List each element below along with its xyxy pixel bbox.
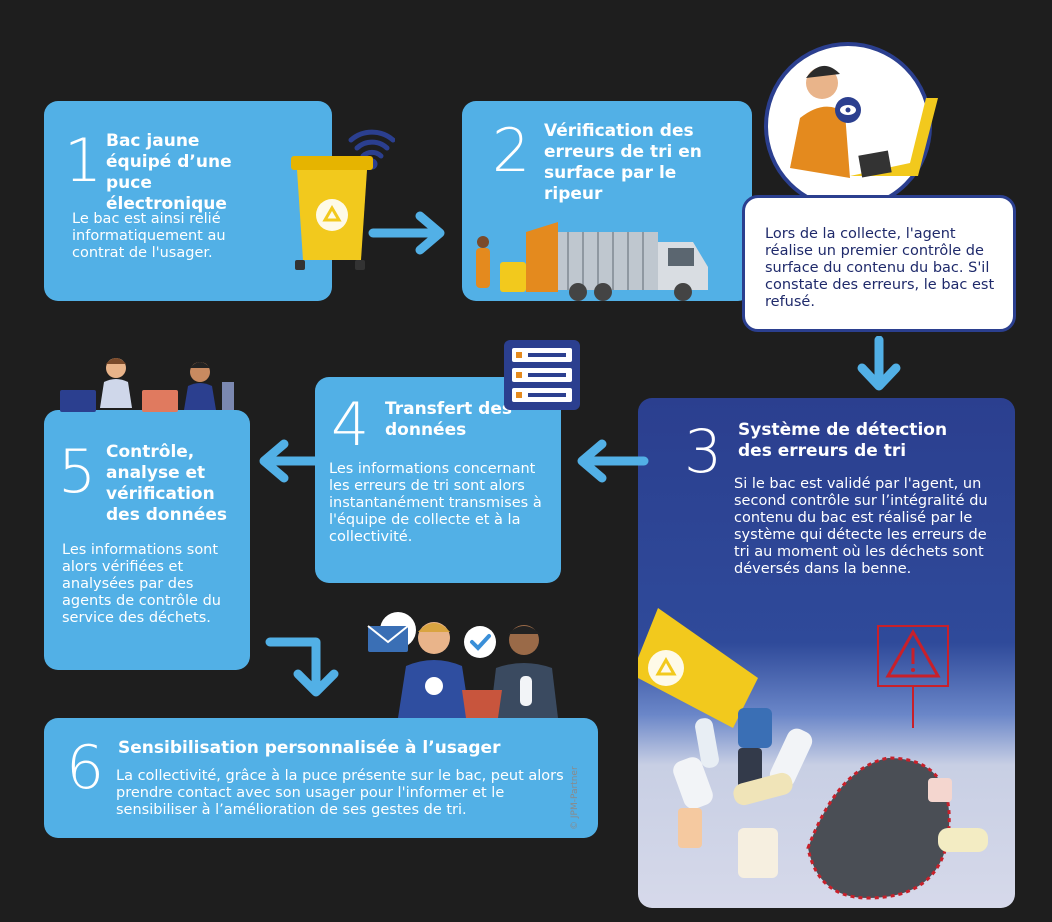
step-1-card: 1 Bac jaune équipé d’une puce électroniq…	[44, 101, 332, 301]
arrow-5-to-6	[265, 637, 339, 697]
arrow-2-to-3	[857, 336, 901, 391]
step-3-body: Si le bac est validé par l'agent, un sec…	[734, 476, 988, 577]
control-agents-illustration	[60, 358, 234, 412]
step-1-title: Bac jaune équipé d’une puce électronique	[106, 131, 232, 214]
step-6-body: La collectivité, grâce à la puce présent…	[116, 768, 564, 818]
step-5-card: 5 Contrôle, analyse et vérification des …	[44, 410, 250, 670]
recycle-icon	[648, 650, 684, 686]
step-3-card: 3 Système de détection des erreurs de tr…	[638, 398, 1015, 908]
arrow-3-to-4	[577, 439, 649, 483]
arrow-4-to-5	[259, 439, 331, 483]
step-3-title: Système de détection des erreurs de tri	[738, 420, 948, 461]
step-6-number: 6	[66, 733, 105, 803]
step-6-title: Sensibilisation personnalisée à l’usager	[118, 738, 501, 758]
eye-icon	[835, 97, 861, 123]
yellow-bin-illustration	[291, 129, 395, 270]
step-2-number: 2	[492, 116, 531, 186]
agent-inspection-illustration	[764, 42, 938, 198]
credit: © JPM-Partner	[570, 766, 580, 830]
recycle-icon	[316, 199, 348, 231]
step-2-title: Vérification des erreurs de tri en surfa…	[544, 121, 702, 204]
waste-detection-illustration	[638, 608, 988, 900]
step-5-title: Contrôle, analyse et vérification des do…	[106, 442, 227, 525]
server-icon	[504, 340, 580, 410]
step-2-body: Lors de la collecte, l'agent réalise un …	[765, 226, 995, 310]
step-1-number: 1	[64, 126, 103, 196]
warning-icon	[877, 625, 949, 728]
step-4-body: Les informations concernant les erreurs …	[329, 461, 542, 545]
step-2-detail-card: Lors de la collecte, l'agent réalise un …	[742, 195, 1016, 332]
step-4-title: Transfert des données	[385, 399, 512, 440]
step-4-number: 4	[331, 390, 370, 460]
mail-icon	[367, 612, 416, 652]
garbage-truck-illustration	[476, 222, 708, 301]
step-1-body: Le bac est ainsi relié informatiquement …	[72, 211, 226, 261]
step-6-card: 6 Sensibilisation personnalisée à l’usag…	[44, 718, 598, 838]
arrow-1-to-2	[368, 211, 445, 255]
awareness-people-illustration	[367, 612, 558, 718]
step-5-number: 5	[58, 437, 97, 507]
check-icon	[464, 626, 496, 658]
step-3-number: 3	[684, 417, 723, 487]
step-5-body: Les informations sont alors vérifiées et…	[62, 542, 221, 626]
step-4-card: 4 Transfert des données Les informations…	[315, 377, 561, 583]
